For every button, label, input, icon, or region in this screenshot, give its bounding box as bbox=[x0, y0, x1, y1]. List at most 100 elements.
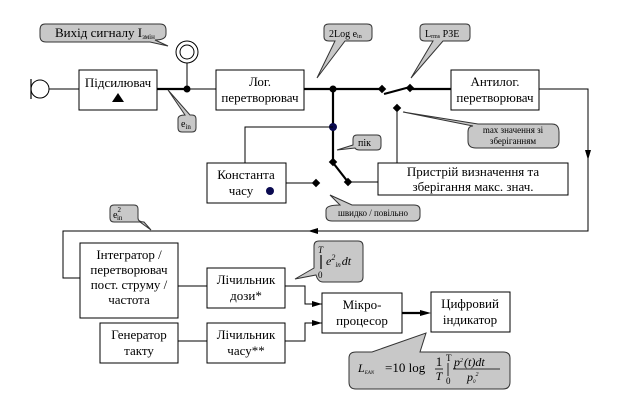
switch-contact-slow bbox=[311, 178, 321, 188]
antilog-converter-block: Антилог. перетворювач bbox=[450, 69, 540, 111]
integral-tail: dt bbox=[342, 254, 352, 268]
svg-text:e2in: e2in bbox=[113, 206, 123, 222]
svg-text:Вихід сигналу Iзмін: Вихід сигналу Iзмін bbox=[55, 25, 155, 41]
arrow-right-icon bbox=[312, 301, 322, 307]
svg-text:Lrms РЗЕ: Lrms РЗЕ bbox=[425, 29, 459, 40]
callout-fast-slow: швидко / повільно bbox=[325, 194, 421, 222]
time-counter-block: Лічильник часу** bbox=[206, 322, 286, 364]
peak-device-line2: зберігання макс. знач. bbox=[412, 179, 533, 194]
integral-sub: in bbox=[335, 261, 341, 269]
clock-generator-line1: Генератор bbox=[111, 327, 166, 342]
arrow-right-icon bbox=[420, 310, 431, 316]
antilog-converter-line1: Антилог. bbox=[470, 74, 519, 89]
log-converter-line2: перетворювач bbox=[221, 90, 299, 105]
dose-counter-line1: Лічильник bbox=[217, 272, 276, 287]
log-converter-block: Лог. перетворювач bbox=[215, 69, 305, 111]
peak-text: пік bbox=[358, 138, 371, 149]
integrator-block: Інтегратор / перетворювач пост. струму /… bbox=[79, 242, 179, 319]
time-constant-block: Константа часу bbox=[206, 162, 287, 204]
output-jack-icon bbox=[175, 40, 199, 64]
e-in-base: e bbox=[181, 119, 186, 130]
e2-in-sup: 2 bbox=[117, 206, 121, 214]
signal-output-sub: змін bbox=[142, 33, 155, 41]
integrator-line1: Інтегратор / bbox=[96, 247, 162, 262]
svg-text:p02: p02 bbox=[466, 370, 479, 385]
callout-signal-output: Вихід сигналу Iзмін bbox=[39, 23, 169, 47]
signal-output-text: Вихід сигналу I bbox=[55, 25, 142, 40]
peak-device-block: Пристрій визначення та зберігання макс. … bbox=[377, 162, 569, 196]
amplifier-block: Підсилювач bbox=[78, 69, 158, 111]
callout-formula: LEAN =10 log 1 T T 0 p2(t)dt p02 bbox=[348, 332, 511, 390]
formula-num-sup: 2 bbox=[460, 358, 463, 364]
time-constant-line1: Константа bbox=[217, 167, 275, 182]
time-constant-indicator-icon bbox=[266, 187, 274, 195]
digital-indicator-line2: індикатор bbox=[443, 312, 497, 327]
peak-device-line1: Пристрій визначення та bbox=[407, 164, 540, 179]
microprocessor-line2: процесор bbox=[336, 313, 388, 328]
time-constant-line2: часу bbox=[229, 183, 254, 198]
l-rms-suffix: РЗЕ bbox=[440, 29, 459, 40]
formula-lhs: L bbox=[357, 361, 365, 375]
fast-slow-text: швидко / повільно bbox=[338, 208, 408, 218]
dose-counter-line2: дози* bbox=[230, 288, 262, 303]
l-rms-text: L bbox=[425, 29, 431, 40]
formula-num: p bbox=[453, 355, 460, 369]
svg-text:2Log ein: 2Log ein bbox=[329, 29, 362, 40]
triangle-icon bbox=[112, 93, 124, 102]
e2-in-sub: in bbox=[117, 214, 123, 222]
callout-integral: T 0 e2indt bbox=[294, 240, 364, 283]
time-counter-line2: часу** bbox=[227, 343, 264, 358]
time-counter-line1: Лічильник bbox=[217, 327, 276, 342]
formula-num-tail: (t)dt bbox=[464, 355, 485, 369]
e-in-sub: in bbox=[185, 123, 191, 131]
log-converter-line1: Лог. bbox=[249, 74, 271, 89]
microprocessor-line1: Мікро- bbox=[343, 297, 382, 312]
integral-lower: 0 bbox=[318, 270, 323, 280]
arrow-down-icon bbox=[585, 150, 591, 160]
two-log-sub: in bbox=[357, 34, 362, 40]
feedback-wire bbox=[62, 88, 589, 279]
digital-indicator-line1: Цифровий bbox=[441, 296, 499, 311]
formula-frac1-num: 1 bbox=[436, 354, 443, 369]
arrow-right-icon bbox=[312, 320, 322, 326]
integral-expr: e bbox=[326, 254, 332, 268]
integral-sup: 2 bbox=[331, 253, 335, 262]
integrator-line4: частота bbox=[108, 292, 150, 307]
formula-lhs-sub: EAN bbox=[364, 371, 375, 376]
callout-peak: пік bbox=[336, 134, 382, 151]
antilog-converter-line2: перетворювач bbox=[456, 90, 534, 105]
callout-e-in: ein bbox=[167, 89, 197, 133]
formula-den-sup: 2 bbox=[476, 372, 479, 378]
formula-int-upper: T bbox=[446, 353, 452, 363]
svg-text:ein: ein bbox=[181, 119, 191, 131]
switch-contact bbox=[377, 84, 387, 94]
clock-generator-line2: такту bbox=[124, 343, 154, 358]
microprocessor-block: Мікро- процесор bbox=[321, 292, 403, 334]
wire-dose-micro bbox=[285, 285, 322, 305]
e2-in-base: e bbox=[113, 210, 118, 221]
formula-int-lower: 0 bbox=[446, 376, 451, 386]
svg-text:e2indt: e2indt bbox=[326, 253, 352, 269]
wire-time-micro bbox=[285, 322, 322, 342]
microphone-icon bbox=[30, 79, 50, 99]
digital-indicator-block: Цифровий індикатор bbox=[430, 291, 511, 333]
l-rms-sub: rms bbox=[431, 34, 441, 40]
callout-l-rms: Lrms РЗЕ bbox=[410, 23, 471, 79]
two-log-text: 2Log e bbox=[329, 29, 358, 40]
formula-den: p bbox=[466, 370, 473, 384]
arrow-left-icon bbox=[308, 228, 318, 234]
integrator-line3: пост. струму / bbox=[91, 277, 168, 292]
wire-to-time-constant bbox=[244, 126, 333, 163]
peak-switch-lever[interactable] bbox=[333, 163, 349, 183]
max-hold-line1: max значення зі bbox=[483, 125, 544, 135]
integrator-line2: перетворювач bbox=[90, 262, 168, 277]
formula-eq: =10 log bbox=[385, 360, 426, 375]
svg-text:p2(t)dt: p2(t)dt bbox=[453, 355, 485, 369]
callout-max-hold: max значення зі зберіганням bbox=[402, 111, 560, 149]
max-hold-line2: зберіганням bbox=[490, 136, 536, 146]
clock-generator-block: Генератор такту bbox=[99, 322, 179, 364]
formula-frac1-den: T bbox=[436, 369, 444, 383]
amplifier-label: Підсилювач bbox=[85, 75, 152, 90]
rms-switch-lever[interactable] bbox=[383, 85, 411, 96]
